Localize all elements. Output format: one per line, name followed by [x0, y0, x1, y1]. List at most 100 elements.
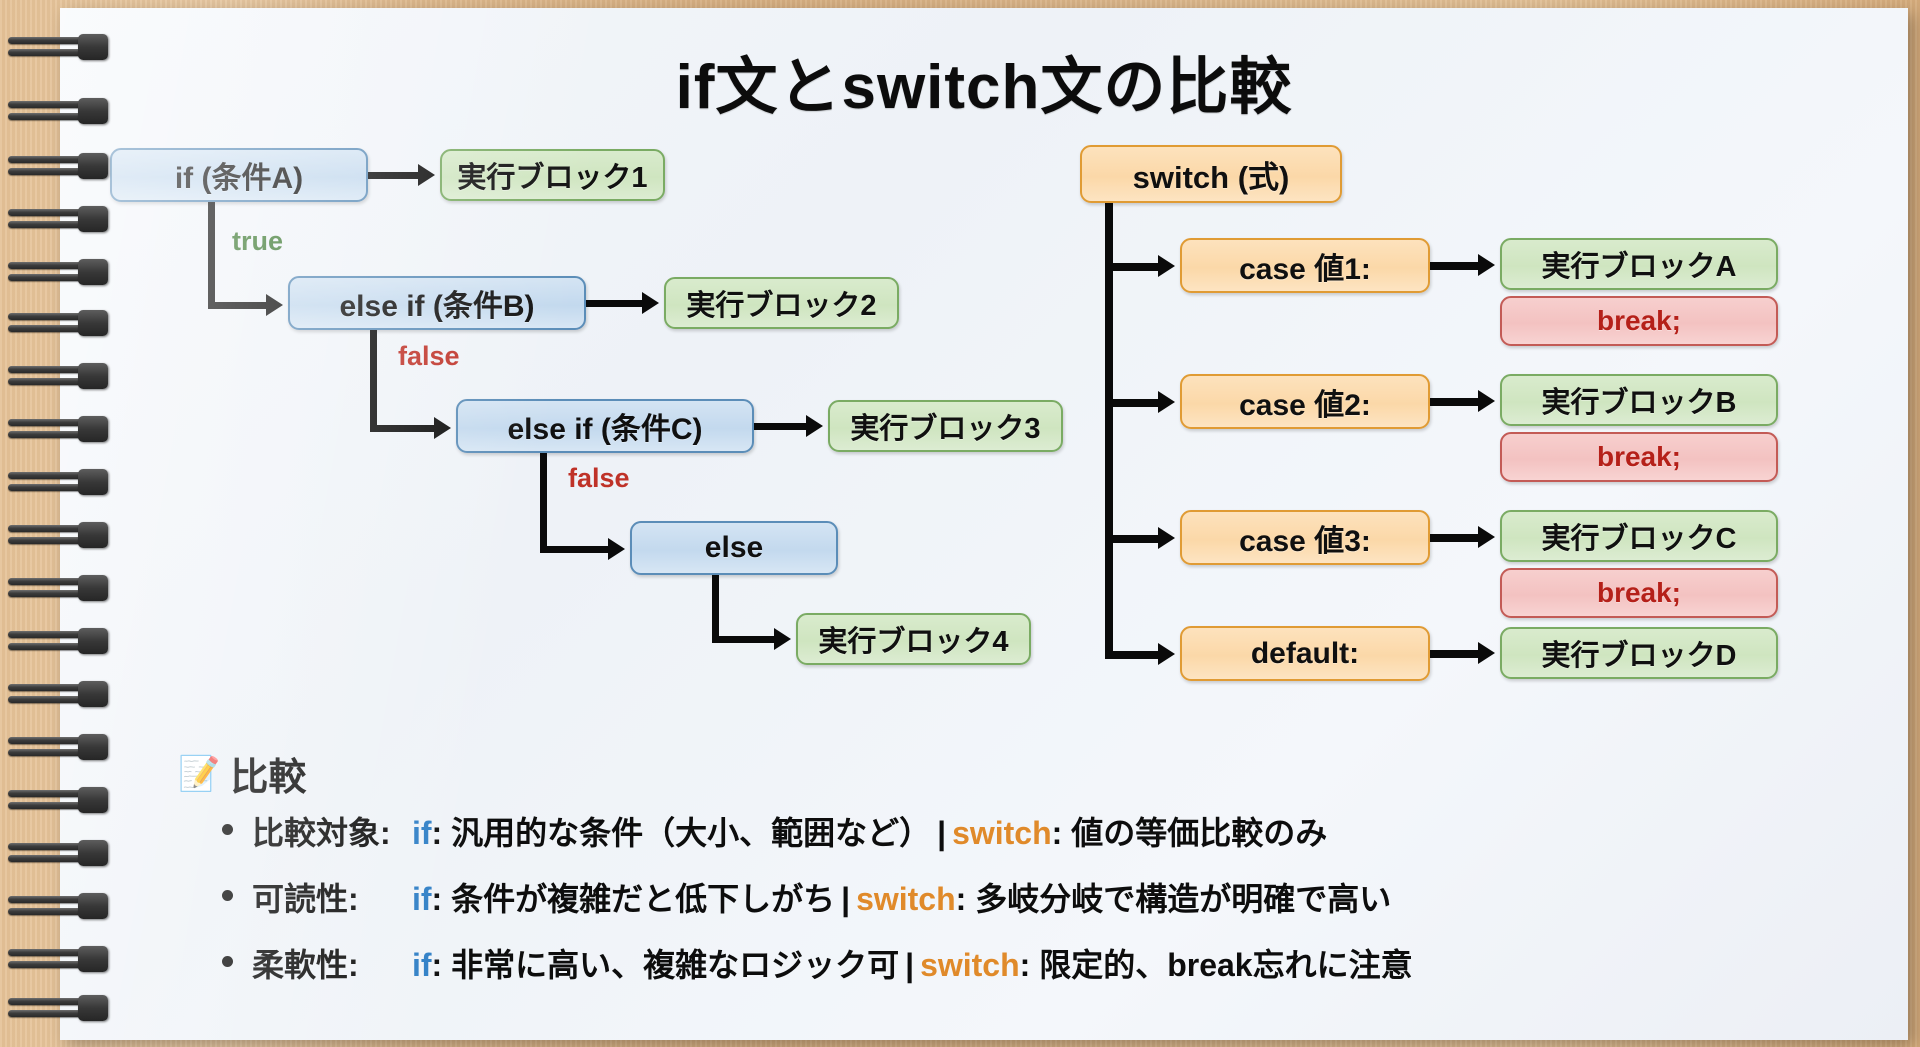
edge-elseif-c-down: [540, 453, 547, 553]
switch-keyword: switch: [952, 815, 1052, 851]
node-label: break;: [1596, 305, 1682, 336]
spiral-ring: [8, 840, 108, 870]
arrowhead-icon: [1478, 526, 1495, 548]
node-break-3[interactable]: break;: [1500, 568, 1778, 618]
node-block2[interactable]: 実行ブロック2: [664, 277, 899, 329]
node-label: case 値1:: [1239, 252, 1371, 286]
comparison-category: 可読性:: [252, 881, 359, 917]
node-block3[interactable]: 実行ブロック3: [828, 400, 1063, 452]
edge-switch-branch-1: [1105, 263, 1163, 271]
edge-elseif-c-right: [540, 546, 612, 553]
spiral-ring: [8, 522, 108, 552]
node-case-2[interactable]: case 値2:: [1180, 374, 1430, 429]
arrowhead-icon: [1158, 527, 1175, 549]
page-title: if文とswitch文の比較: [675, 53, 1293, 122]
node-label: 実行ブロック4: [818, 626, 1009, 658]
edge-switch-branch-4: [1105, 651, 1163, 659]
edge-case-3-to-block: [1430, 534, 1482, 542]
spiral-ring: [8, 363, 108, 393]
spiral-ring: [8, 734, 108, 764]
edge-if-a-down: [208, 202, 215, 309]
list-item: 比較対象: if : 汎用的な条件（大小、範囲など） | switch : 値の…: [222, 808, 1908, 854]
node-label: case 値3:: [1239, 524, 1371, 558]
node-label: 実行ブロック1: [457, 162, 648, 194]
spiral-ring: [8, 469, 108, 499]
spiral-ring: [8, 416, 108, 446]
spiral-ring: [8, 893, 108, 923]
edge-elseif-b-to-block2: [586, 300, 646, 307]
comparison-heading-label: 比較: [230, 757, 307, 799]
edge-case-2-to-block: [1430, 398, 1482, 406]
arrowhead-icon: [1478, 390, 1495, 412]
node-label: default:: [1250, 636, 1360, 670]
node-label: 実行ブロックC: [1541, 523, 1737, 555]
arrowhead-icon: [418, 164, 435, 186]
edge-if-a-right: [208, 302, 270, 309]
node-case-1[interactable]: case 値1:: [1180, 238, 1430, 293]
node-label: switch (式): [1132, 159, 1290, 195]
spiral-ring: [8, 98, 108, 128]
edge-switch-branch-2: [1105, 399, 1163, 407]
list-item: 柔軟性: if : 非常に高い、複雑なロジック可 | switch : 限定的、…: [222, 940, 1908, 986]
arrowhead-icon: [642, 292, 659, 314]
edge-else-down: [712, 575, 719, 643]
switch-keyword: switch: [856, 881, 956, 917]
comparison-list: 比較対象: if : 汎用的な条件（大小、範囲など） | switch : 値の…: [210, 808, 1908, 1006]
separator: |: [905, 947, 915, 983]
spiral-ring: [8, 259, 108, 289]
edge-elseif-b-down: [370, 330, 377, 432]
node-label: else if (条件B): [339, 290, 535, 323]
node-case-3[interactable]: case 値3:: [1180, 510, 1430, 565]
node-block-c[interactable]: 実行ブロックC: [1500, 510, 1778, 562]
if-keyword: if: [412, 947, 432, 983]
spiral-ring: [8, 995, 108, 1025]
comparison-heading: 📝 比較: [178, 746, 306, 801]
node-label: case 値2:: [1239, 388, 1371, 422]
spiral-ring: [8, 34, 108, 64]
edge-else-right: [712, 636, 778, 643]
node-elseif-b[interactable]: else if (条件B): [288, 276, 586, 330]
node-default[interactable]: default:: [1180, 626, 1430, 681]
spiral-ring: [8, 628, 108, 658]
switch-description: : 値の等価比較のみ: [1051, 815, 1328, 851]
node-switch[interactable]: switch (式): [1080, 145, 1342, 203]
spiral-ring: [8, 681, 108, 711]
if-description: : 条件が複雑だと低下しがち: [431, 881, 836, 917]
node-block1[interactable]: 実行ブロック1: [440, 149, 665, 201]
spiral-ring: [8, 575, 108, 605]
node-block-a[interactable]: 実行ブロックA: [1500, 238, 1778, 290]
node-block4[interactable]: 実行ブロック4: [796, 613, 1031, 665]
arrowhead-icon: [266, 294, 283, 316]
node-break-2[interactable]: break;: [1500, 432, 1778, 482]
comparison-category: 比較対象:: [252, 815, 391, 851]
spiral-ring: [8, 153, 108, 183]
list-item: 可読性: if : 条件が複雑だと低下しがち | switch : 多岐分岐で構…: [222, 874, 1908, 920]
node-label: if (条件A): [174, 162, 304, 195]
edge-switch-trunk: [1105, 203, 1113, 659]
node-block-b[interactable]: 実行ブロックB: [1500, 374, 1778, 426]
separator: |: [937, 815, 947, 851]
node-elseif-c[interactable]: else if (条件C): [456, 399, 754, 453]
arrowhead-icon: [774, 628, 791, 650]
node-if-a[interactable]: if (条件A): [110, 148, 368, 202]
arrowhead-icon: [1158, 391, 1175, 413]
edge-label-false-b: false: [398, 341, 460, 371]
notebook-page: if文とswitch文の比較 if (条件A) 実行ブロック1 true els…: [60, 8, 1908, 1040]
edge-switch-branch-3: [1105, 535, 1163, 543]
spiral-ring: [8, 206, 108, 236]
separator: |: [841, 881, 851, 917]
edge-default-to-block: [1430, 650, 1482, 658]
node-label: 実行ブロックB: [1541, 387, 1737, 419]
node-block-d[interactable]: 実行ブロックD: [1500, 627, 1778, 679]
node-label: 実行ブロック3: [850, 413, 1041, 445]
node-label: break;: [1596, 577, 1682, 608]
node-else[interactable]: else: [630, 521, 838, 575]
arrowhead-icon: [806, 415, 823, 437]
node-label: break;: [1596, 441, 1682, 472]
arrowhead-icon: [608, 538, 625, 560]
node-label: 実行ブロックD: [1541, 640, 1737, 672]
arrowhead-icon: [434, 417, 451, 439]
node-break-1[interactable]: break;: [1500, 296, 1778, 346]
if-keyword: if: [412, 881, 432, 917]
node-label: 実行ブロック2: [686, 290, 877, 322]
